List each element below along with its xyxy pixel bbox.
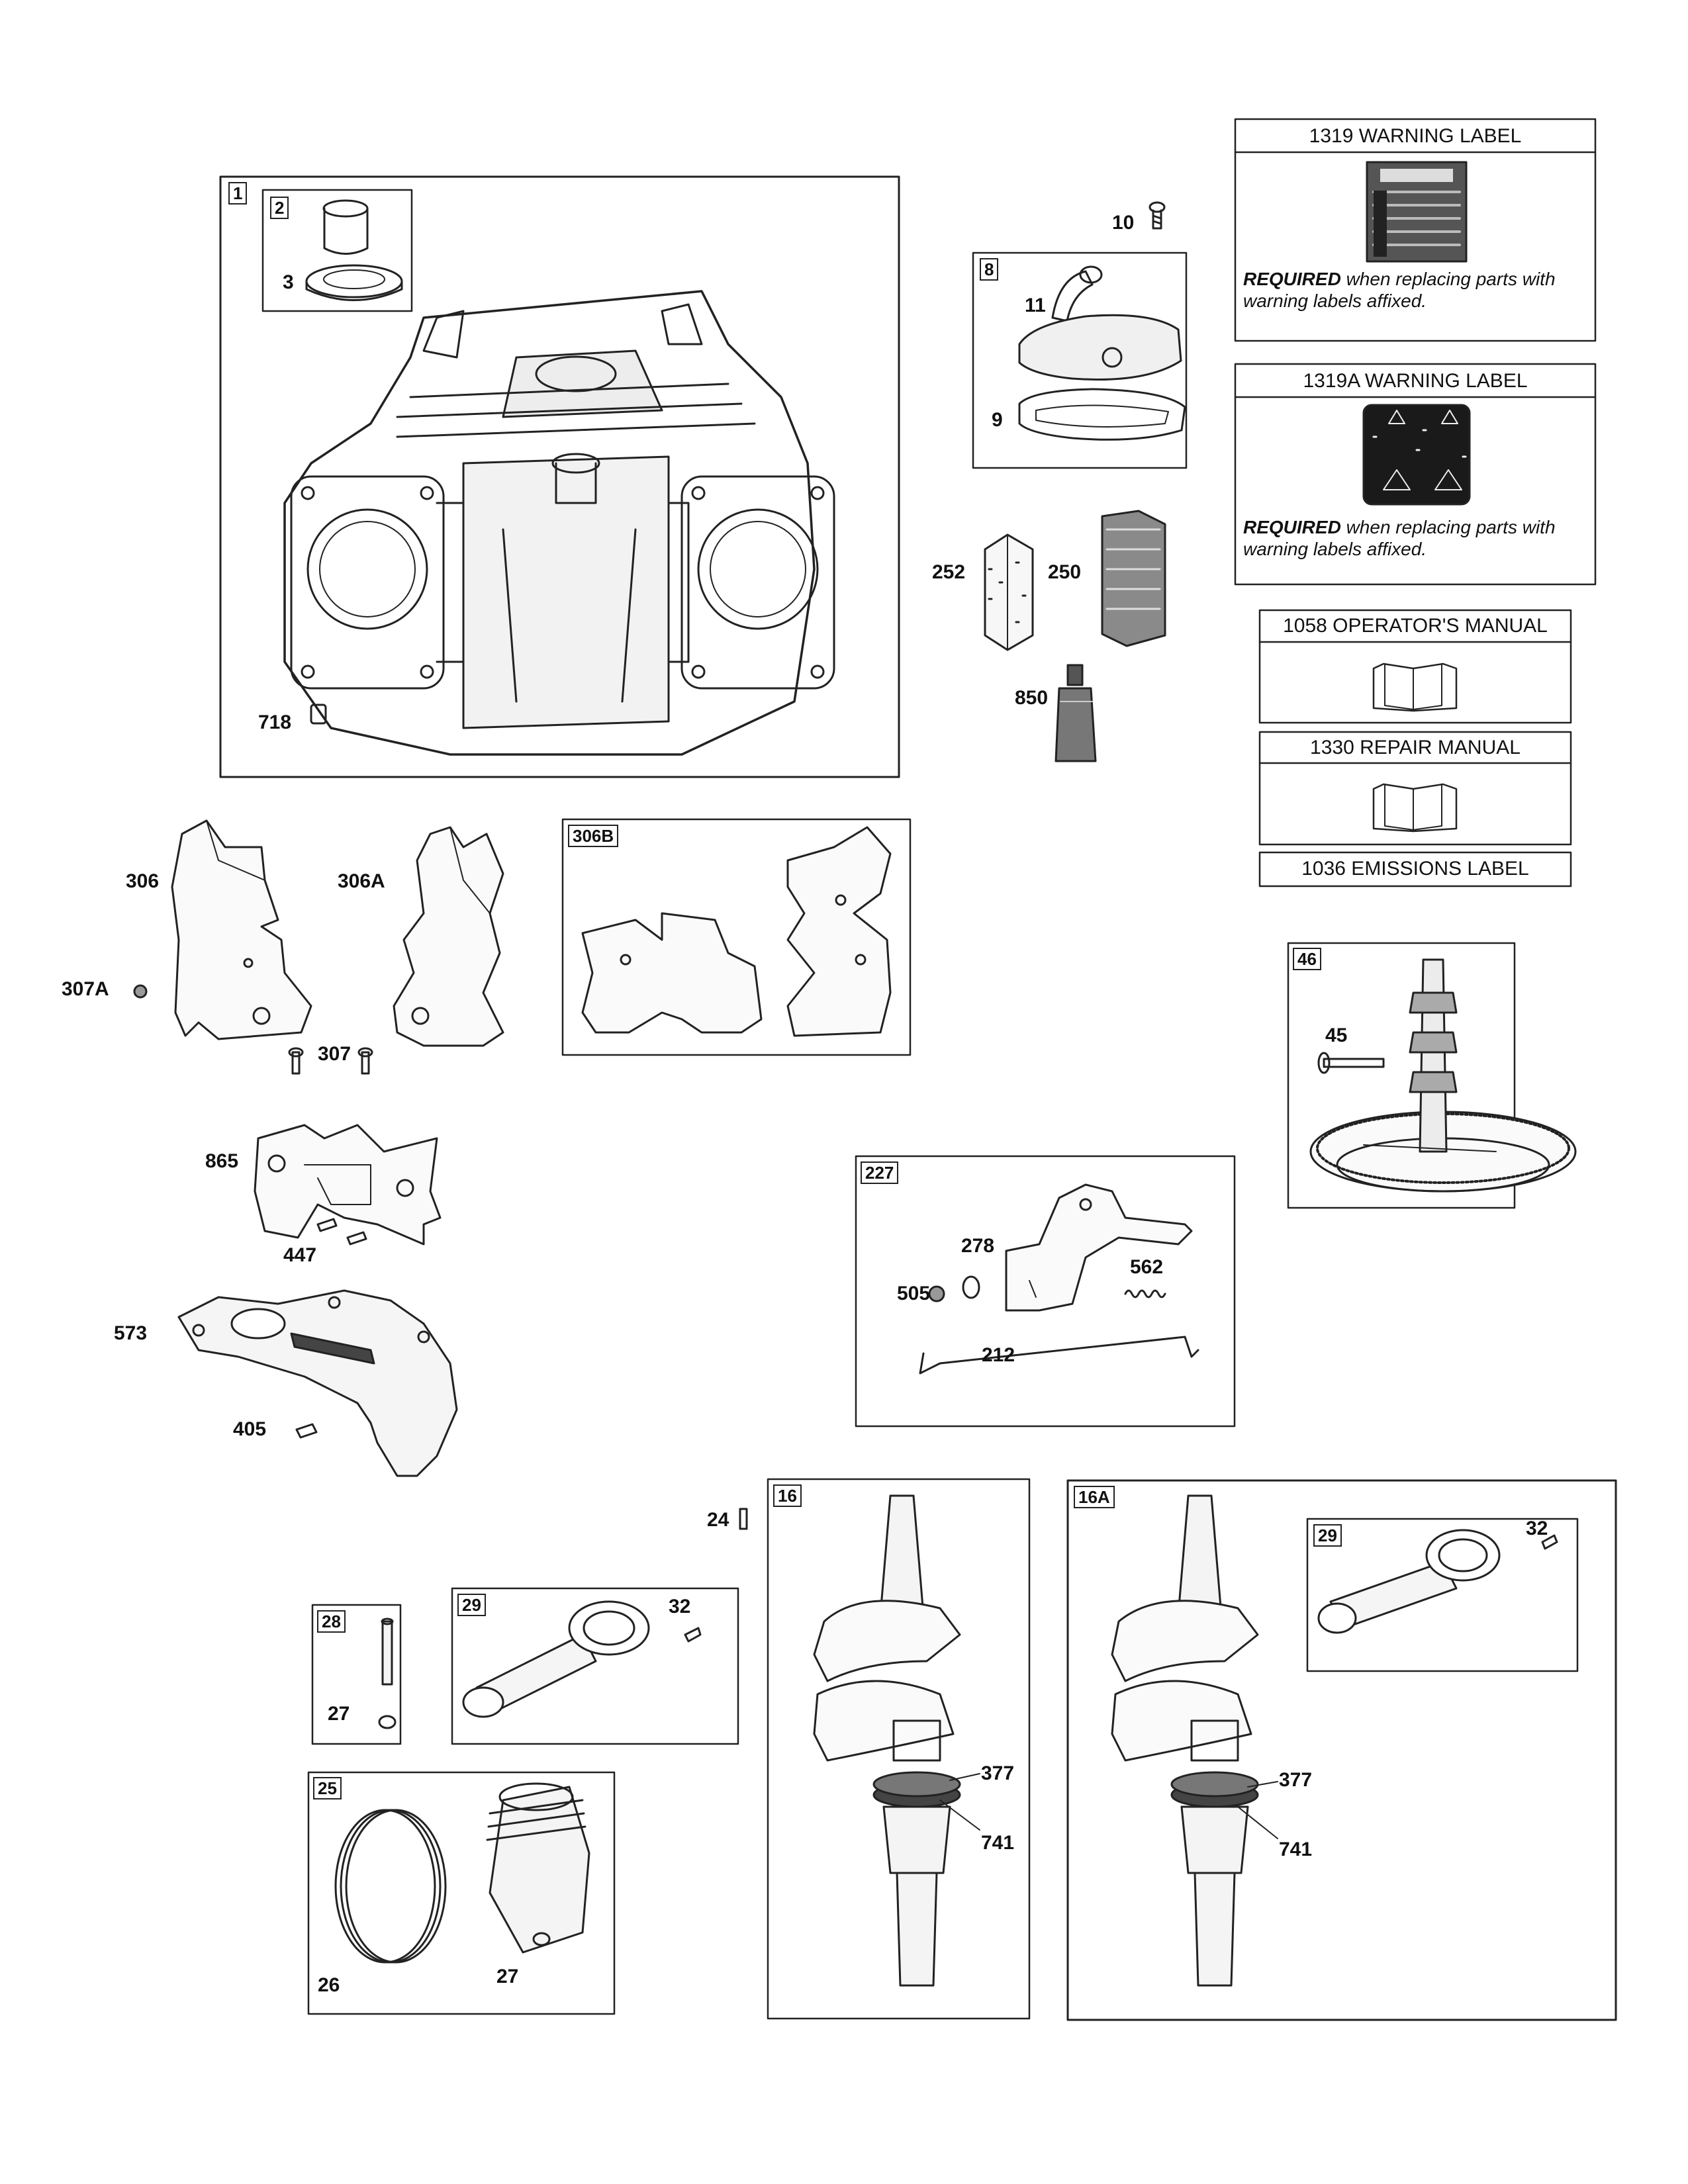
bushing-part — [322, 199, 369, 255]
warning-label-1319-title: 1319 WARNING LABEL — [1309, 125, 1522, 147]
callout-rod-screw: 32 — [669, 1596, 691, 1617]
callout-key: 24 — [707, 1509, 729, 1531]
crankshaft-16-group — [767, 1478, 1031, 2020]
gasket-part — [1018, 388, 1186, 441]
callout-spring: 562 — [1130, 1256, 1164, 1278]
connecting-rod-group — [451, 1587, 739, 1745]
warning-label-1319A-title: 1319A WARNING LABEL — [1303, 370, 1528, 392]
callout-gear-741-16A: 741 — [1279, 1839, 1313, 1860]
callout-rod-screw-16A: 32 — [1526, 1518, 1548, 1539]
callout-backing-plate: 573 — [114, 1322, 148, 1344]
piston-pin-group — [311, 1604, 402, 1745]
callout-nut-307A: 307A — [62, 978, 109, 1000]
callout-screw-405: 405 — [233, 1418, 267, 1440]
callout-retainer: 27 — [496, 1966, 519, 1987]
breather-cover-part — [1018, 314, 1182, 381]
cam-gear-group — [1287, 942, 1577, 1209]
cylinder-block-part — [283, 290, 835, 756]
engine-block-group — [219, 175, 900, 778]
callout-shield-306: 306 — [126, 870, 160, 892]
label-panels — [1234, 118, 1597, 887]
callout-sealant: 850 — [1015, 687, 1049, 709]
bracket-part — [254, 1124, 442, 1246]
emissions-label-title: 1036 EMISSIONS LABEL — [1301, 858, 1529, 880]
filter-element-part — [1101, 510, 1166, 647]
nut-part — [133, 984, 148, 999]
callout-crankshaft-16: 16 — [773, 1484, 802, 1507]
callout-rod: 29 — [457, 1594, 486, 1616]
callout-washer: 278 — [961, 1235, 995, 1257]
breather-tube-part — [1051, 270, 1094, 322]
repair-manual-title: 1330 REPAIR MANUAL — [1310, 737, 1521, 758]
callout-seal: 3 — [283, 271, 294, 293]
warning-label-1319-note: REQUIRED when replacing parts with warni… — [1243, 269, 1556, 311]
callout-link: 212 — [982, 1344, 1015, 1366]
callout-dowel: 718 — [258, 711, 292, 733]
screw-part — [316, 1218, 367, 1246]
warning-decal-icon — [1366, 161, 1468, 263]
callout-crankshaft-16A: 16A — [1074, 1486, 1115, 1508]
breather-group — [972, 201, 1188, 469]
governor-group — [855, 1155, 1236, 1428]
callout-breather-tube: 11 — [1025, 295, 1046, 316]
callout-breather: 8 — [980, 258, 999, 281]
screw-part — [288, 1047, 373, 1075]
book-icon — [1372, 783, 1458, 833]
seal-part — [305, 264, 403, 301]
callout-filter-foam: 252 — [932, 561, 966, 583]
backing-plate-part — [177, 1289, 458, 1477]
callout-bushing: 2 — [270, 197, 289, 219]
operators-manual-title: 1058 OPERATOR'S MANUAL — [1283, 615, 1548, 637]
callout-piston-pin-group: 28 — [317, 1610, 346, 1633]
callout-cam-pin: 45 — [1325, 1024, 1348, 1046]
screw-part — [1149, 201, 1166, 230]
callout-screw-447: 447 — [283, 1244, 317, 1266]
callout-nut-505: 505 — [897, 1283, 931, 1304]
callout-engine-block: 1 — [228, 182, 248, 205]
callout-screw: 10 — [1112, 212, 1135, 234]
callout-gear-741: 741 — [981, 1832, 1015, 1854]
callout-piston: 25 — [313, 1777, 342, 1799]
callout-gear-377: 377 — [981, 1762, 1015, 1784]
shield-306A-part — [393, 826, 504, 1047]
callout-shield-306A: 306A — [338, 870, 385, 892]
callout-screw-307: 307 — [318, 1043, 352, 1065]
callout-bracket: 865 — [205, 1150, 239, 1172]
sealant-tube-part — [1055, 664, 1097, 762]
callout-rod-16A: 29 — [1313, 1524, 1342, 1547]
shield-306B-group — [561, 818, 912, 1056]
callout-filter-element: 250 — [1048, 561, 1082, 583]
callout-governor: 227 — [861, 1161, 899, 1184]
callout-rings: 26 — [318, 1974, 340, 1996]
warning-label-1319A-note: REQUIRED when replacing parts with warni… — [1243, 517, 1556, 559]
dowel-part — [310, 704, 327, 725]
callout-piston-pin: 27 — [328, 1703, 350, 1725]
callout-cam-gear: 46 — [1293, 948, 1321, 970]
book-icon — [1372, 662, 1458, 712]
crankshaft-16A-group — [1066, 1479, 1617, 2021]
callout-shield-306B: 306B — [568, 825, 619, 847]
callout-gear-377-16A: 377 — [1279, 1769, 1313, 1791]
filter-foam-part — [984, 533, 1034, 651]
callout-gasket: 9 — [992, 409, 1003, 431]
hazard-decal-icon — [1362, 404, 1471, 506]
screw-part — [295, 1423, 318, 1439]
key-part — [739, 1508, 748, 1530]
shield-306-part — [171, 819, 312, 1040]
piston-group — [307, 1771, 616, 2015]
